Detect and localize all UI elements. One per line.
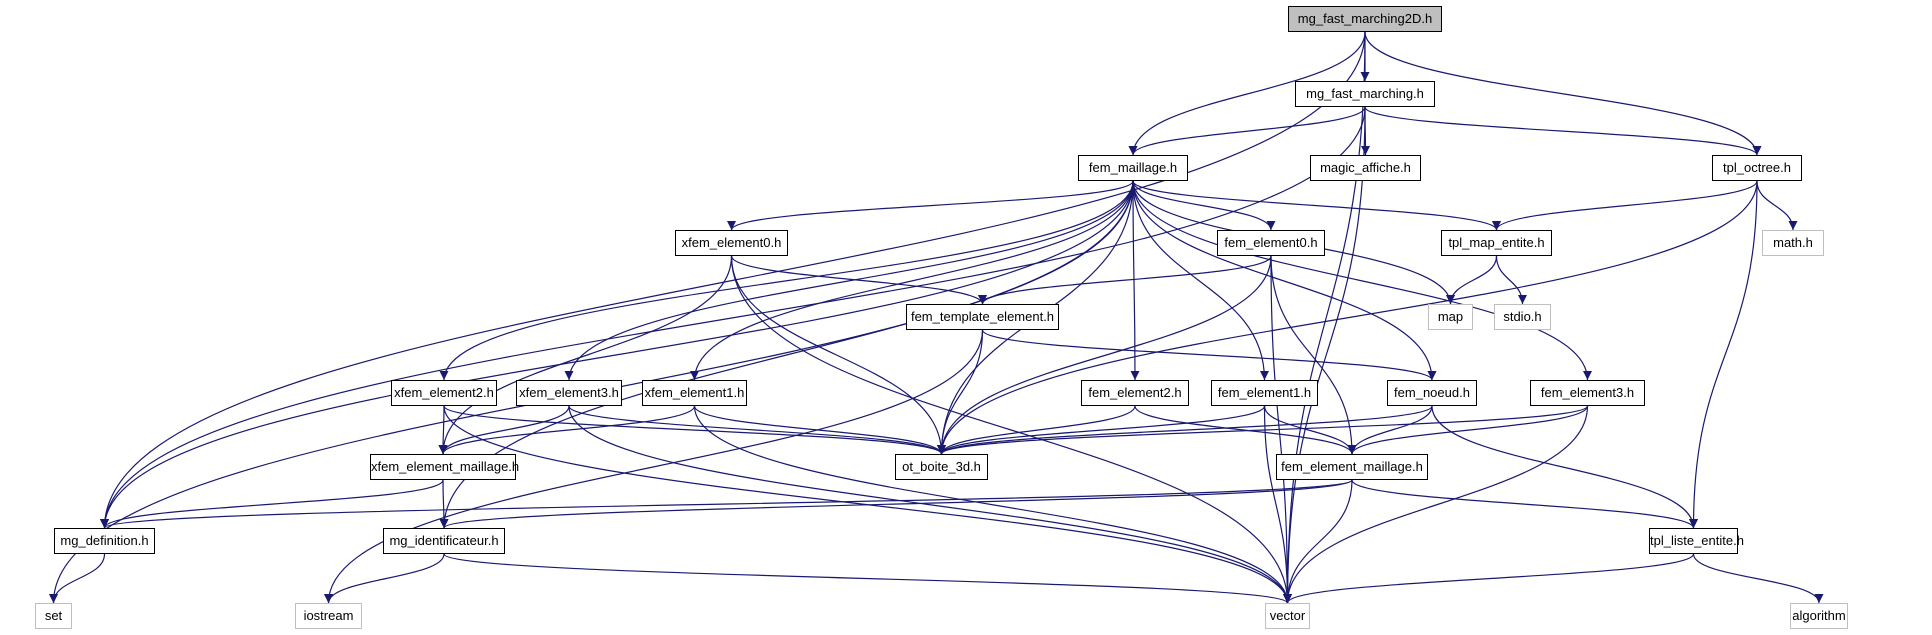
edge-xfem-element3-to-xfem-element-maillage xyxy=(438,405,570,455)
edge-fem-element-maillage-to-vector xyxy=(1283,479,1353,604)
edge-fem-maillage-to-xfem-element0 xyxy=(727,180,1134,231)
edge-fem-element3-to-ot-boite-3d xyxy=(937,405,1589,455)
edge-fem-element2-to-ot-boite-3d xyxy=(937,405,1136,455)
edge-fem-element-maillage-to-mg-definition xyxy=(100,479,1353,529)
node-xfem-element1[interactable]: xfem_element1.h xyxy=(642,380,747,406)
edge-tpl-octree-to-tpl-map-entite xyxy=(1492,180,1758,231)
node-magic-affiche[interactable]: magic_affiche.h xyxy=(1310,155,1421,181)
edge-fem-element0-to-fem-element-maillage xyxy=(1270,255,1357,455)
edge-mg-identificateur-to-iostream xyxy=(324,553,445,604)
edge-mg-fast-marching-to-tpl-octree xyxy=(1364,106,1762,156)
edge-fem-template-element-to-iostream xyxy=(324,329,984,604)
edge-fem-template-element-to-fem-noeud xyxy=(981,329,1437,381)
edge-xfem-element-maillage-to-mg-identificateur xyxy=(439,479,449,529)
edge-xfem-element0-to-xfem-element-maillage xyxy=(438,255,733,455)
edge-xfem-element3-to-ot-boite-3d xyxy=(568,405,946,455)
edge-xfem-element3-to-vector xyxy=(568,405,1292,604)
node-fem-maillage[interactable]: fem_maillage.h xyxy=(1078,155,1188,181)
edge-mg-fast-marching2D-to-tpl-octree xyxy=(1364,31,1762,156)
node-fem-element1[interactable]: fem_element1.h xyxy=(1211,380,1318,406)
edge-fem-maillage-to-fem-noeud xyxy=(1132,180,1437,381)
node-fem-element3[interactable]: fem_element3.h xyxy=(1530,380,1645,406)
edge-fem-maillage-to-xfem-element3 xyxy=(564,180,1134,381)
node-iostream: iostream xyxy=(295,603,362,629)
edge-xfem-element0-to-fem-template-element xyxy=(730,255,987,305)
edge-fem-element3-to-vector xyxy=(1283,405,1589,604)
edge-tpl-liste-entite-to-vector xyxy=(1283,553,1695,604)
node-mg-fast-marching[interactable]: mg_fast_marching.h xyxy=(1295,81,1435,107)
edge-tpl-octree-to-tpl-liste-entite xyxy=(1689,180,1758,529)
edge-fem-element-maillage-to-mg-identificateur xyxy=(439,479,1353,529)
node-fem-noeud[interactable]: fem_noeud.h xyxy=(1387,380,1477,406)
node-fem-template-element[interactable]: fem_template_element.h xyxy=(906,304,1059,330)
edge-fem-maillage-to-fem-element0 xyxy=(1132,180,1276,231)
edge-fem-element0-to-ot-boite-3d xyxy=(937,255,1272,455)
edge-fem-maillage-to-xfem-element2 xyxy=(439,180,1134,381)
edge-xfem-element-maillage-to-mg-definition xyxy=(100,479,444,529)
edge-xfem-element2-to-ot-boite-3d xyxy=(443,405,946,455)
node-tpl-liste-entite[interactable]: tpl_liste_entite.h xyxy=(1649,528,1744,554)
node-set: set xyxy=(35,603,72,629)
edge-tpl-octree-to-math xyxy=(1756,180,1798,231)
node-fem-element-maillage[interactable]: fem_element_maillage.h xyxy=(1276,454,1428,480)
node-mg-fast-marching2d: mg_fast_marching2D.h xyxy=(1288,6,1442,32)
edge-tpl-octree-to-ot-boite-3d xyxy=(937,180,1758,455)
edge-mg-identificateur-to-vector xyxy=(443,553,1292,604)
edge-fem-maillage-to-mg-identificateur xyxy=(439,180,1134,529)
node-tpl-map-entite[interactable]: tpl_map_entite.h xyxy=(1441,230,1552,256)
node-stdio: stdio.h xyxy=(1494,304,1551,330)
edge-fem-maillage-to-fem-element1 xyxy=(1132,180,1269,381)
edge-mg-fast-marching-to-mg-definition xyxy=(100,106,1366,529)
edge-fem-element0-to-fem-template-element xyxy=(978,255,1272,305)
node-xfem-element3[interactable]: xfem_element3.h xyxy=(516,380,622,406)
edge-xfem-element0-to-vector xyxy=(730,255,1292,604)
edge-fem-element1-to-vector xyxy=(1263,405,1292,604)
edge-fem-element2-to-fem-element-maillage xyxy=(1134,405,1357,455)
edge-fem-maillage-to-tpl-map-entite xyxy=(1132,180,1501,231)
edge-fem-maillage-to-fem-element2 xyxy=(1130,180,1140,381)
node-vector: vector xyxy=(1265,603,1310,629)
edge-fem-element-maillage-to-tpl-liste-entite xyxy=(1351,479,1698,529)
node-math: math.h xyxy=(1762,230,1824,256)
edge-mg-fast-marching2D-to-fem-maillage xyxy=(1128,31,1366,156)
node-xfem-element-maillage[interactable]: xfem_element_maillage.h xyxy=(370,454,519,480)
edge-fem-noeud-to-ot-boite-3d xyxy=(937,405,1433,455)
edge-fem-template-element-to-ot-boite-3d xyxy=(937,329,984,455)
edge-mg-fast-marching-to-vector xyxy=(1283,106,1366,604)
edge-fem-element3-to-fem-element-maillage xyxy=(1347,405,1589,455)
edge-tpl-map-entite-to-map xyxy=(1446,255,1498,305)
edge-fem-noeud-to-fem-element-maillage xyxy=(1347,405,1433,455)
node-fem-element2[interactable]: fem_element2.h xyxy=(1081,380,1189,406)
edge-fem-maillage-to-mg-definition xyxy=(100,180,1134,529)
node-map: map xyxy=(1428,304,1473,330)
node-algorithm: algorithm xyxy=(1790,603,1848,629)
edge-xfem-element0-to-ot-boite-3d xyxy=(730,255,946,455)
edge-xfem-element1-to-vector xyxy=(693,405,1292,604)
node-tpl-octree[interactable]: tpl_octree.h xyxy=(1712,155,1802,181)
edge-xfem-element1-to-ot-boite-3d xyxy=(693,405,946,455)
node-mg-identificateur[interactable]: mg_identificateur.h xyxy=(383,528,505,554)
edge-xfem-element1-to-xfem-element-maillage xyxy=(438,405,696,455)
edge-fem-element1-to-ot-boite-3d xyxy=(937,405,1266,455)
edge-fem-noeud-to-tpl-liste-entite xyxy=(1431,405,1698,529)
node-xfem-element0[interactable]: xfem_element0.h xyxy=(675,230,788,256)
edge-fem-maillage-to-xfem-element1 xyxy=(690,180,1134,381)
edge-mg-fast-marching-to-fem-maillage xyxy=(1128,106,1366,156)
edge-mg-fast-marching2D-to-vector xyxy=(1283,31,1366,604)
node-fem-element0[interactable]: fem_element0.h xyxy=(1217,230,1325,256)
edge-fem-maillage-to-fem-element3 xyxy=(1132,180,1592,381)
node-mg-definition[interactable]: mg_definition.h xyxy=(54,528,155,554)
edge-tpl-map-entite-to-stdio xyxy=(1495,255,1527,305)
edge-mg-definition-to-set xyxy=(49,553,106,604)
node-ot-boite-3d[interactable]: ot_boite_3d.h xyxy=(895,454,988,480)
node-xfem-element2[interactable]: xfem_element2.h xyxy=(391,380,497,406)
edge-tpl-liste-entite-to-algorithm xyxy=(1692,553,1824,604)
